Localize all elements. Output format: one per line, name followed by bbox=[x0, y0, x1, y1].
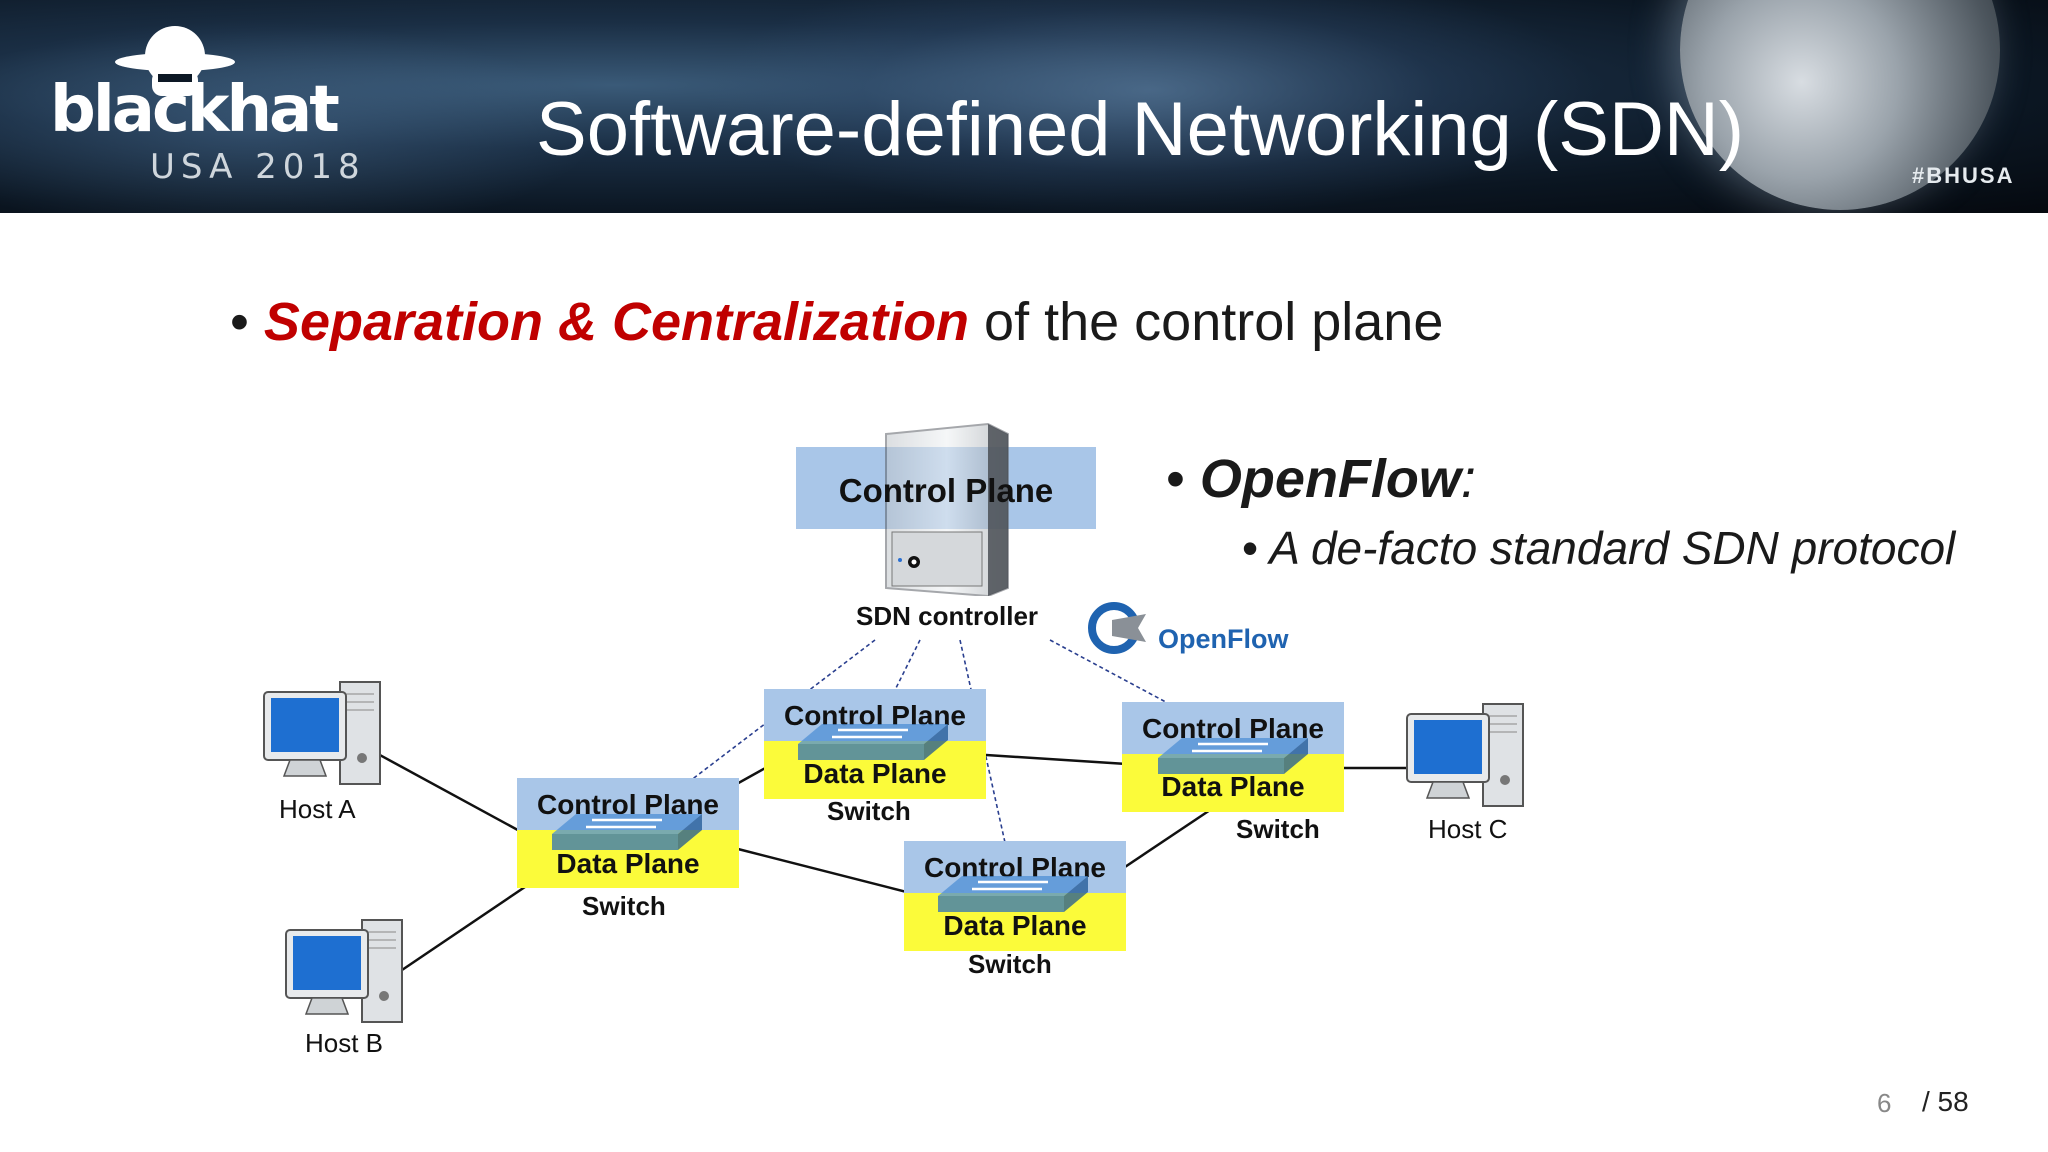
hashtag: #BHUSA bbox=[1912, 163, 2015, 188]
bullet-openflow: • OpenFlow: bbox=[1166, 452, 1476, 506]
switch3-data-plane: Data Plane bbox=[1122, 754, 1344, 812]
switch1-caption: Switch bbox=[582, 891, 666, 921]
bullet-dot: • bbox=[1242, 522, 1259, 574]
logo-event: USA 2018 bbox=[150, 147, 366, 187]
data-plane-label: Data Plane bbox=[1161, 771, 1305, 802]
host-c-computer-icon bbox=[1406, 703, 1524, 807]
controller-caption: SDN controller bbox=[856, 601, 1039, 631]
bullet-dot: • bbox=[1166, 449, 1185, 509]
openflow-logo-icon bbox=[1088, 602, 1148, 654]
switch-icon bbox=[1158, 738, 1308, 774]
logo-wordmark: blackhat bbox=[50, 73, 340, 147]
openflow-logo-text: OpenFlow bbox=[1158, 624, 1289, 654]
nebula-cloud bbox=[700, 0, 1600, 213]
data-plane-label: Data Plane bbox=[943, 910, 1087, 941]
switch4-caption: Switch bbox=[968, 949, 1052, 979]
controller-plane-label: Control Plane bbox=[838, 472, 1054, 509]
slide-title: Software-defined Networking (SDN) bbox=[536, 87, 1745, 172]
switch3-caption: Switch bbox=[1236, 814, 1320, 844]
bullet-separation: • Separation & Centralization of the con… bbox=[230, 295, 1443, 349]
nebula-cloud bbox=[0, 20, 600, 213]
bullet-emphasis: OpenFlow bbox=[1199, 449, 1461, 509]
host-a-computer-icon bbox=[263, 681, 381, 785]
switch-icon bbox=[938, 876, 1088, 912]
header-banner: blackhat USA 2018 Software-defined Netwo… bbox=[0, 0, 2048, 213]
sub-bullet-protocol: • A de-facto standard SDN protocol bbox=[1242, 525, 1955, 571]
bullet-dot: • bbox=[230, 292, 249, 352]
openflow-link-4 bbox=[1049, 639, 1191, 716]
host-b-label: Host B bbox=[305, 1028, 384, 1058]
data-plane-label: Data Plane bbox=[556, 848, 700, 879]
data-plane-label: Data Plane bbox=[803, 758, 947, 789]
bullet-emphasis: Separation & Centralization bbox=[263, 292, 970, 352]
host-a-label: Host A bbox=[279, 794, 356, 824]
control-plane-label: Control Plane bbox=[1141, 713, 1324, 744]
blackhat-logo-icon bbox=[115, 26, 235, 96]
page-total: / 58 bbox=[1922, 1086, 1969, 1117]
bullet-colon: : bbox=[1460, 449, 1476, 509]
bullet-text: A de-facto standard SDN protocol bbox=[1269, 522, 1956, 574]
host-c-label: Host C bbox=[1428, 814, 1508, 844]
server-icon bbox=[885, 422, 1009, 596]
host-b-computer-icon bbox=[285, 919, 403, 1023]
page-number: 6 bbox=[1877, 1088, 1892, 1118]
control-plane-label: Control Plane bbox=[536, 789, 719, 820]
openflow-link-1 bbox=[664, 639, 876, 801]
bullet-text: of the control plane bbox=[969, 292, 1444, 352]
controller-plane-label-box: Control Plane bbox=[796, 447, 1096, 529]
switch-icon bbox=[798, 724, 948, 760]
openflow-link-2 bbox=[879, 639, 921, 721]
switch2-caption: Switch bbox=[827, 796, 911, 826]
switch-icon bbox=[552, 814, 702, 850]
